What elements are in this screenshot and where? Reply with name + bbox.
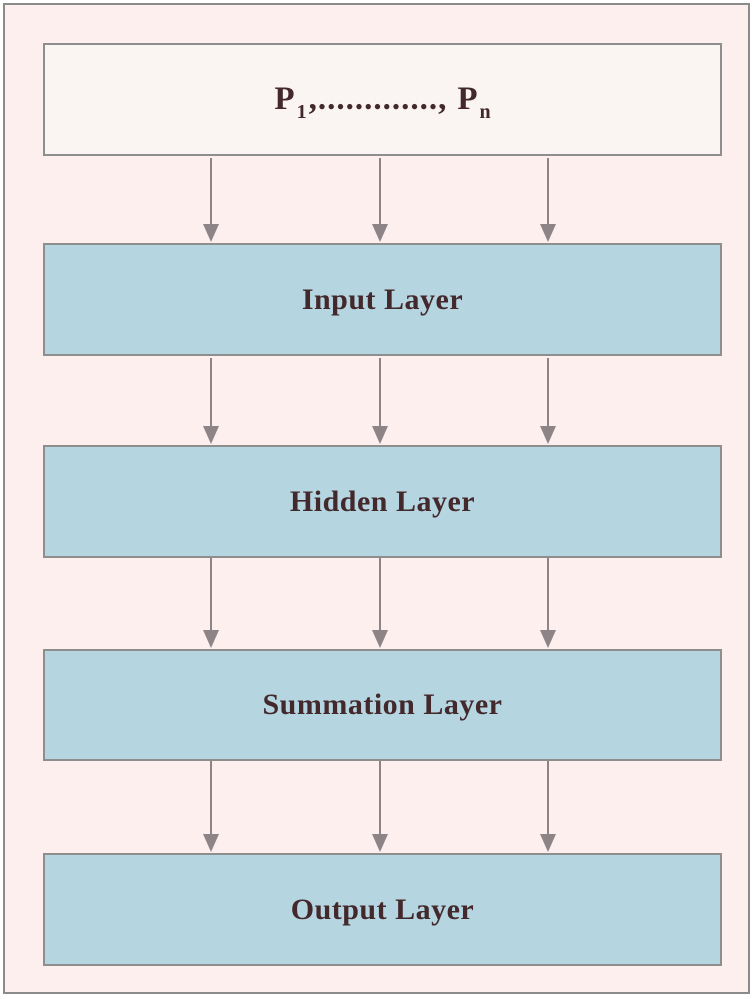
arrow-stem	[210, 761, 212, 835]
arrow-stem	[547, 358, 549, 427]
hidden-layer-box: Hidden Layer	[43, 445, 722, 558]
arrow-stem	[379, 558, 381, 631]
arrow-head-icon	[540, 834, 556, 852]
arrow-down	[203, 558, 219, 648]
arrow-down	[203, 358, 219, 444]
arrow-head-icon	[540, 426, 556, 444]
output-layer-label: Output Layer	[290, 892, 475, 926]
arrow-down	[540, 358, 556, 444]
parameter-last-subscript: n	[479, 101, 491, 123]
ellipsis-dots: ,.............,	[308, 81, 448, 117]
output-layer-box: Output Layer	[43, 853, 722, 966]
arrow-head-icon	[203, 630, 219, 648]
arrow-stem	[210, 558, 212, 631]
hidden-layer-label: Hidden Layer	[289, 484, 476, 518]
parameter-first-subscript: 1	[296, 101, 307, 123]
arrow-stem	[547, 158, 549, 225]
arrow-stem	[379, 761, 381, 835]
arrow-head-icon	[203, 834, 219, 852]
arrow-down	[203, 761, 219, 852]
arrow-down	[540, 761, 556, 852]
arrow-head-icon	[372, 224, 388, 242]
arrow-down	[540, 158, 556, 242]
input-layer-box: Input Layer	[43, 243, 722, 356]
input-layer-label: Input Layer	[301, 282, 464, 316]
arrow-stem	[547, 761, 549, 835]
parameter-first: P	[274, 81, 295, 117]
arrow-head-icon	[203, 224, 219, 242]
arrow-head-icon	[203, 426, 219, 444]
arrow-down	[372, 761, 388, 852]
arrow-stem	[210, 358, 212, 427]
arrow-down	[372, 558, 388, 648]
parameter-last: P	[457, 81, 478, 117]
arrow-stem	[547, 558, 549, 631]
arrow-stem	[379, 158, 381, 225]
arrow-head-icon	[372, 630, 388, 648]
arrow-head-icon	[372, 426, 388, 444]
arrow-head-icon	[540, 224, 556, 242]
arrow-stem	[379, 358, 381, 427]
arrow-down	[540, 558, 556, 648]
arrow-down	[203, 158, 219, 242]
arrow-head-icon	[372, 834, 388, 852]
summation-layer-label: Summation Layer	[262, 688, 503, 721]
summation-layer-box: Summation Layer	[43, 649, 722, 761]
arrow-down	[372, 158, 388, 242]
arrow-stem	[210, 158, 212, 225]
arrow-head-icon	[540, 630, 556, 648]
arrow-down	[372, 358, 388, 444]
